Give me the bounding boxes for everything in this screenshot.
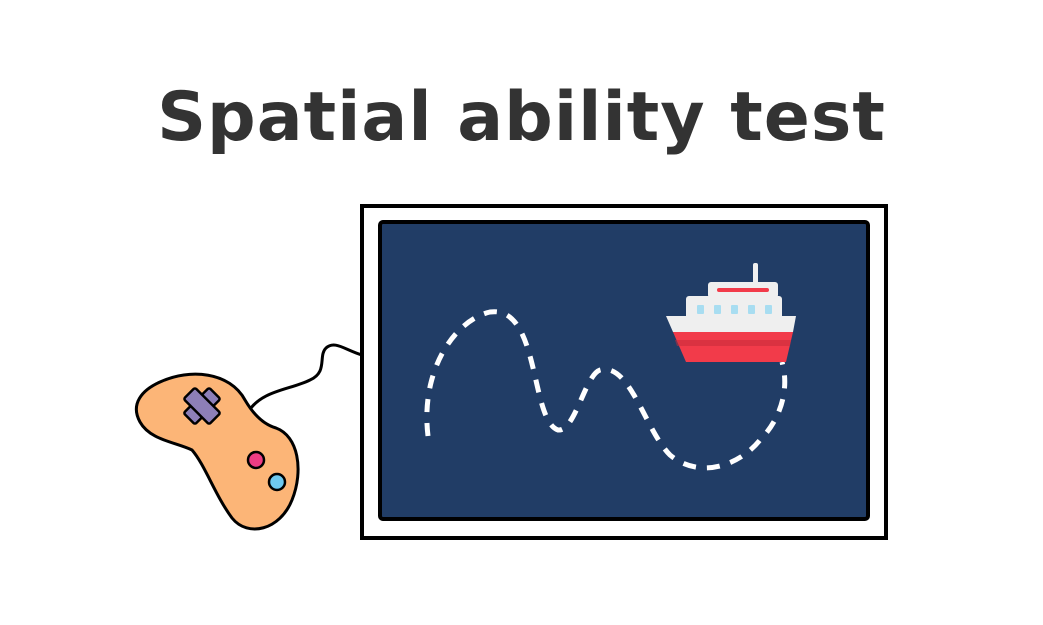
dashed-route bbox=[424, 309, 788, 471]
page-title: Spatial ability test bbox=[157, 78, 886, 157]
gamepad-icon bbox=[134, 372, 300, 531]
ship-icon bbox=[666, 263, 796, 362]
pink-button-icon bbox=[246, 450, 266, 470]
blue-button-icon bbox=[267, 472, 287, 492]
dpad-icon bbox=[183, 387, 221, 425]
controller-cable bbox=[246, 343, 363, 413]
monitor-screen bbox=[378, 220, 870, 521]
